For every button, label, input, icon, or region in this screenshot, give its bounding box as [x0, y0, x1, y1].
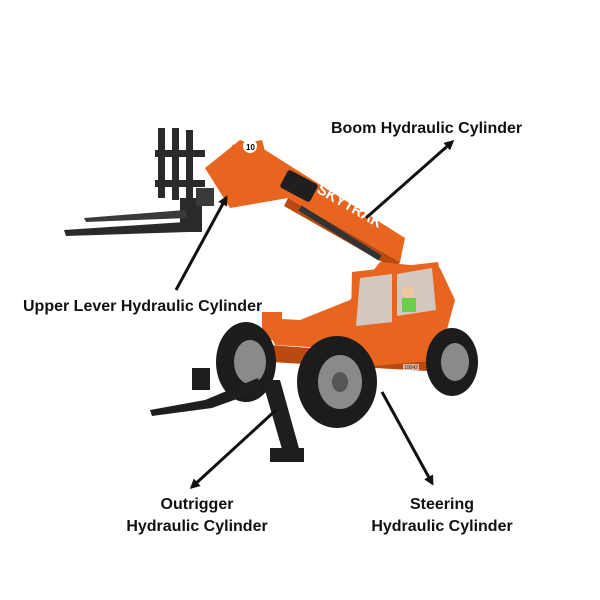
model-text: 10042 — [404, 365, 418, 371]
outrigger-label-line1: Outrigger — [160, 496, 234, 513]
outrigger-arrow — [189, 408, 278, 490]
front-left-wheel — [216, 322, 276, 402]
upper-lever-cylinder-label: Upper Lever Hydraulic Cylinder — [23, 298, 263, 315]
steering-label-line2: Hydraulic Cylinder — [371, 518, 513, 535]
steering-label-line1: Steering — [409, 496, 474, 513]
steering-arrow — [380, 391, 434, 486]
outriggers — [150, 368, 304, 462]
front-right-wheel — [297, 336, 377, 428]
boom: SKYTRAK 10 — [205, 139, 405, 270]
callout-arrows — [174, 140, 455, 490]
outrigger-label-line2: Hydraulic Cylinder — [126, 518, 268, 535]
rear-wheel — [426, 328, 478, 396]
cab: 10042 — [350, 262, 446, 371]
boom-cylinder-label: Boom Hydraulic Cylinder — [331, 120, 523, 137]
boom-tag: 10 — [246, 143, 255, 152]
steering-cylinder-label: Steering Hydraulic Cylinder — [358, 494, 526, 538]
outrigger-cylinder-label: Outrigger Hydraulic Cylinder — [113, 494, 281, 538]
boom-arrow — [365, 140, 455, 220]
upper-lever-arrow — [174, 195, 228, 291]
fork-carriage — [64, 128, 214, 236]
